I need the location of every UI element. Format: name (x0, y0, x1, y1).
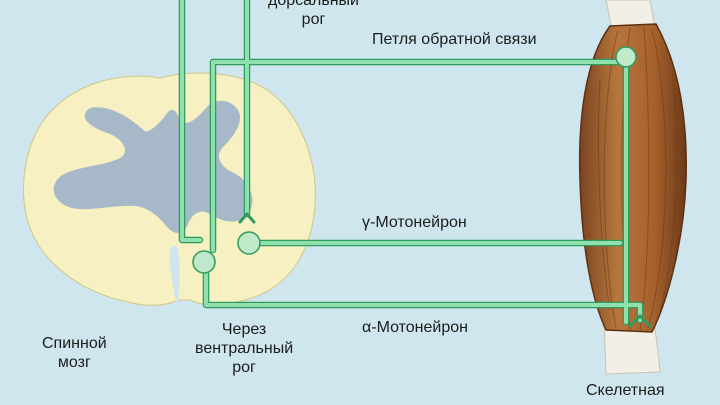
dorsal-horn-line-2: дорсальный (268, 0, 359, 9)
skeletal-muscle (578, 0, 687, 375)
muscle-belly (578, 23, 687, 333)
gray-matter (53, 100, 253, 233)
spinal-cord-label: Спинной мозг (42, 334, 107, 372)
neuron-bodies (192, 46, 637, 274)
dorsal-afferent-fiber (180, 0, 202, 242)
skeletal-muscle-label: Скелетная (586, 382, 665, 399)
spinal-cord-line-2: мозг (57, 354, 91, 371)
feedback-loop-fiber (211, 60, 628, 324)
ventral-horn-line-2: вентральный (195, 340, 294, 357)
dorsal-horn-line-3: рог (301, 11, 326, 28)
dorsal-horn-label: дорсальный рог (268, 0, 359, 29)
feedback-loop-label: Петля обратной связи (372, 31, 537, 48)
gamma-motoneuron-body (237, 231, 261, 255)
spinal-cord-section (23, 72, 316, 306)
ventral-horn-line-1: Через (221, 321, 267, 338)
alpha-motoneuron-body (192, 250, 216, 274)
alpha-motoneuron-label: α-Мотонейрон (362, 319, 468, 336)
spinal-cord-line-1: Спинной (42, 335, 107, 352)
ventral-horn-line-3: рог (232, 359, 256, 376)
ventral-horn-label: Через вентральный рог (195, 320, 293, 377)
gamma-motoneuron-label: γ-Мотонейрон (362, 214, 467, 231)
anterior-fissure (169, 245, 180, 302)
muscle-end-plate (628, 314, 652, 328)
spindle-receptor (615, 46, 637, 68)
nerve-pathways (178, 0, 652, 328)
synapse-terminal (238, 212, 256, 224)
alpha-motoneuron-fiber (204, 268, 642, 322)
